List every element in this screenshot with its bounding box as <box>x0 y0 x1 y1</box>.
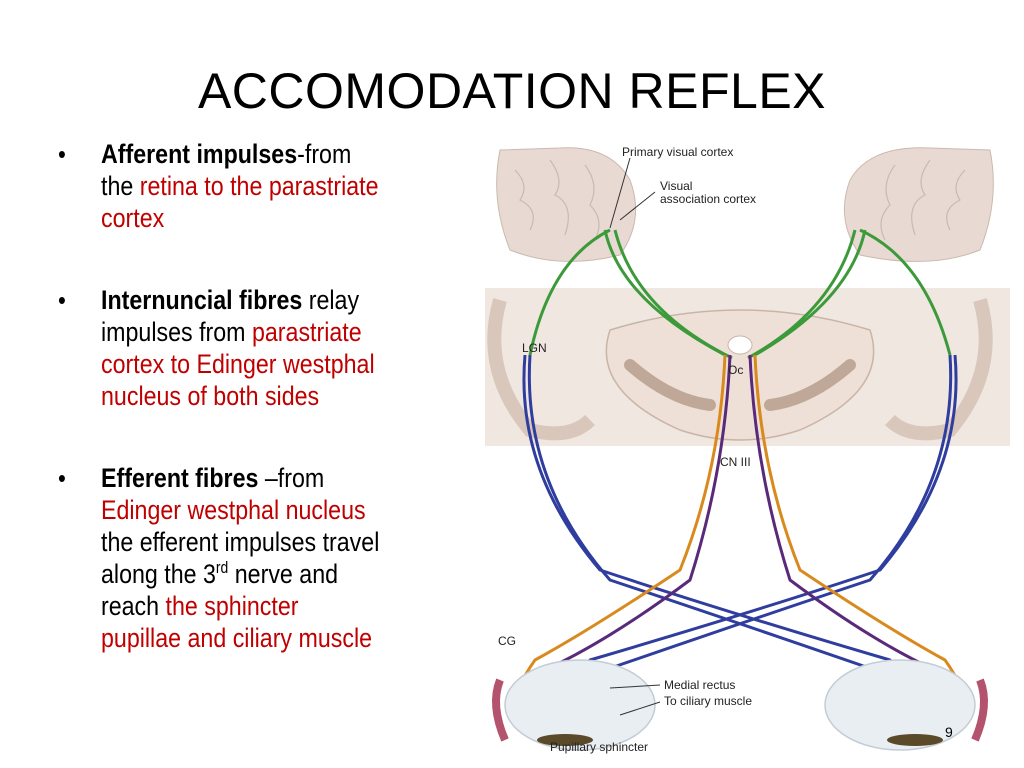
bullet-text: -from the <box>101 139 352 201</box>
bullet-efferent: • Efferent fibres –from Edinger westphal… <box>58 462 385 654</box>
bullet-internuncial: • Internuncial fibres relay impulses fro… <box>58 284 385 412</box>
leader-lines <box>609 157 661 716</box>
bullet-red-text: retina to the parastriate cortex <box>101 171 379 233</box>
bullet-bold-afferent: Afferent impulses <box>101 139 298 169</box>
bullet-bold-efferent: Efferent fibres <box>101 463 259 493</box>
bullet-red-text: parastriate cortex to Edinger westphal n… <box>101 317 375 411</box>
brain-gyri <box>514 159 966 241</box>
bullet-dot: • <box>58 285 66 315</box>
left-pupil <box>537 734 593 746</box>
cerebral-peduncles <box>605 309 875 441</box>
internuncial-pathways <box>528 228 952 360</box>
bullet-text: –from <box>258 463 325 493</box>
bullet-text: relay impulses from <box>101 285 360 347</box>
bullet-red-text: the sphincter pupillae and ciliary muscl… <box>101 591 373 653</box>
right-brain-occipital <box>843 147 994 262</box>
slide-title: ACCOMODATION REFLEX <box>197 63 827 119</box>
bullet-text: the efferent impulses travel along the 3 <box>101 527 380 589</box>
label-lgn: LGN <box>522 341 547 355</box>
right-pupil <box>887 734 943 746</box>
thalamus-right <box>885 298 993 441</box>
bullet-dot: • <box>58 463 66 493</box>
left-brain-occipital <box>496 147 637 262</box>
page-number: 9 <box>945 724 953 740</box>
label-cg: CG <box>498 634 516 648</box>
label-visual: Visual <box>660 179 692 193</box>
label-primary-visual-cortex: Primary visual cortex <box>622 145 733 159</box>
label-cn3: CN III <box>720 455 751 469</box>
bullet-dot: • <box>58 139 66 169</box>
bullet-list: • Afferent impulses-from the retina to t… <box>58 138 385 704</box>
accommodation-reflex-diagram: Primary visual cortex Visual association… <box>485 145 1010 754</box>
bullet-bold-internuncial: Internuncial fibres <box>101 285 303 315</box>
aqueduct <box>727 335 753 355</box>
bullet-afferent: • Afferent impulses-from the retina to t… <box>58 138 385 234</box>
label-association-cortex: association cortex <box>660 192 756 206</box>
label-to-ciliary-muscle: To ciliary muscle <box>664 694 752 708</box>
bullet-superscript: rd <box>215 559 229 577</box>
left-eye <box>492 659 656 751</box>
bullet-text: nerve and reach <box>101 559 339 621</box>
right-eye <box>824 659 988 751</box>
label-pupillary-sphincter: Pupillary sphincter <box>550 740 648 754</box>
label-oc: Oc <box>728 363 743 377</box>
substantia-nigra-right <box>764 359 856 411</box>
substantia-nigra-left <box>624 359 716 411</box>
label-medial-rectus: Medial rectus <box>664 678 735 692</box>
bullet-red-text: Edinger westphal nucleus <box>101 495 366 525</box>
thalamus-left <box>487 298 595 441</box>
